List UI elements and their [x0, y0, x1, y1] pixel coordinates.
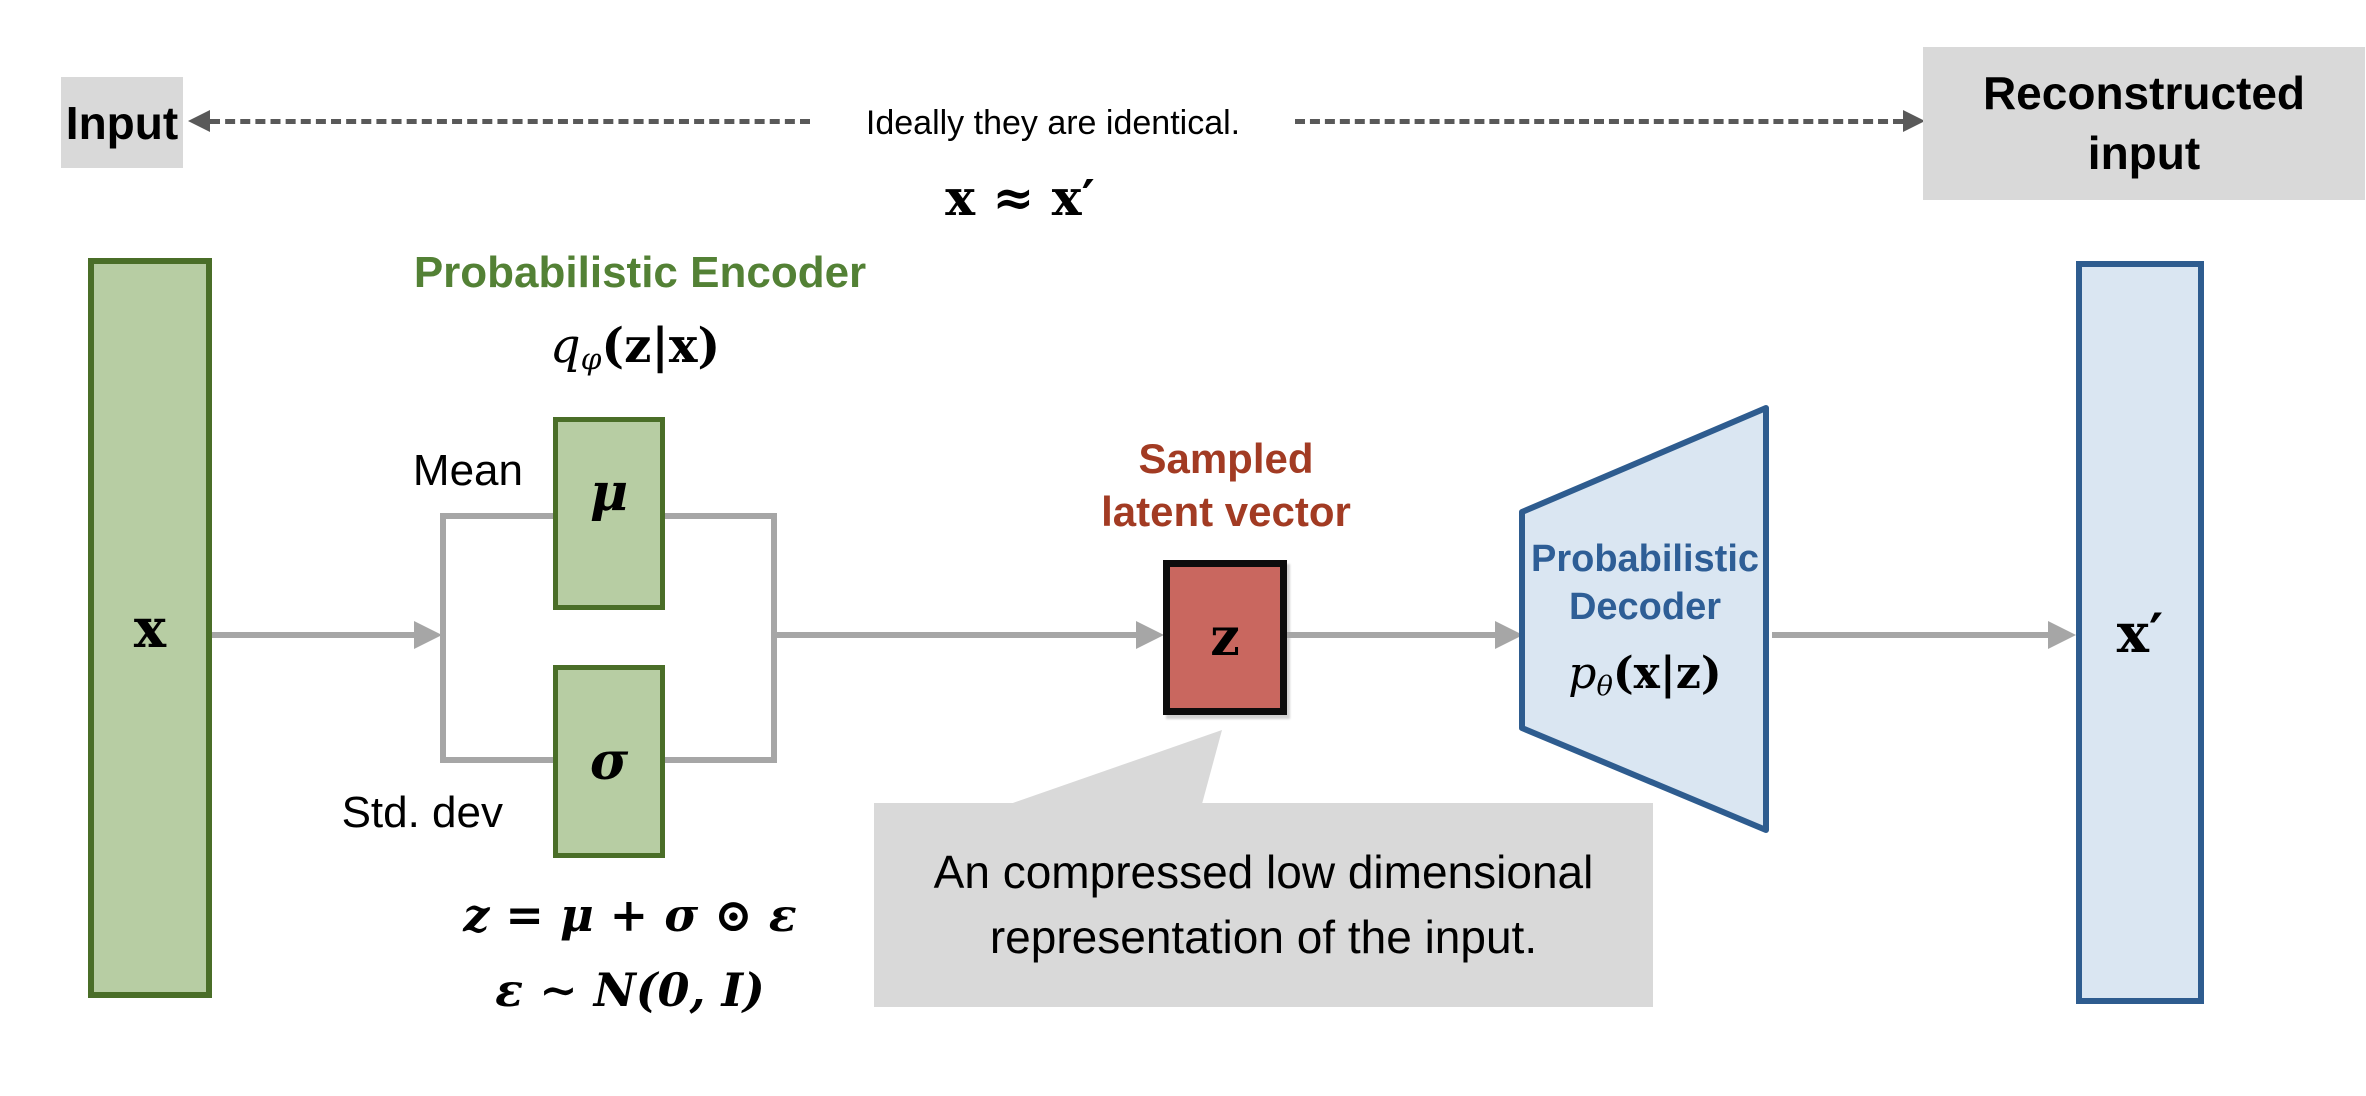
input-vector-symbol: x: [133, 596, 167, 660]
encoder-bracket-left-line: [440, 513, 446, 763]
decoder-formula: pθ(x|z): [1528, 648, 1762, 702]
reconstructed-label-box: Reconstructed input: [1923, 47, 2365, 200]
encoder-formula-phi: φ: [580, 342, 602, 378]
latent-title-line2: latent vector: [1101, 487, 1351, 535]
decoder-formula-theta: θ: [1596, 670, 1613, 702]
callout-box: An compressed low dimensional representa…: [874, 803, 1653, 1007]
arrow-encoder-to-latent-line: [774, 632, 1139, 638]
callout-line1: An compressed low dimensional: [933, 845, 1594, 898]
decoder-formula-p: p: [1568, 648, 1597, 699]
encoder-bracket-right-line: [771, 513, 777, 763]
callout-line2: representation of the input.: [989, 911, 1538, 963]
arrow-input-to-encoder-line: [212, 632, 418, 638]
decoder-formula-args: (x|z): [1612, 648, 1722, 699]
dashed-arrowhead-right-icon: [1903, 110, 1925, 132]
sigma-symbol: σ: [589, 731, 629, 792]
encoder-title: Probabilistic Encoder: [413, 248, 867, 297]
identical-note: Ideally they are identical.: [865, 104, 1241, 142]
encoder-formula-q: q: [549, 318, 581, 374]
encoder-formula: qφ(z|x): [430, 318, 840, 377]
dashed-arrowhead-left-icon: [188, 110, 210, 132]
encoder-formula-args: (z|x): [601, 318, 721, 374]
latent-title: Sampled latent vector: [1026, 433, 1426, 538]
dashed-line-to-reconstructed: [1295, 119, 1903, 124]
decoder-trapezoid: [1519, 405, 1769, 833]
mu-box: μ: [553, 417, 665, 610]
std-dev-label: Std. dev: [341, 788, 503, 837]
arrow-encoder-to-latent-head-icon: [1136, 621, 1164, 649]
decoder-title-line1: Probabilistic: [1530, 538, 1760, 580]
decoder-shape: [1519, 405, 1769, 833]
output-vector-symbol: x′: [2116, 600, 2164, 665]
mean-label: Mean: [412, 446, 523, 495]
callout-tail-shape: [1010, 730, 1222, 804]
output-vector-bar: x′: [2076, 261, 2204, 1004]
reconstructed-line1: Reconstructed: [1982, 66, 2306, 119]
noise-formula: ε ∼ N(0, I): [495, 963, 765, 1017]
approx-formula: x ≈ x′: [945, 168, 1095, 227]
latent-title-line1: Sampled: [1138, 435, 1314, 482]
input-label: Input: [65, 96, 179, 149]
decoder-title-line2: Decoder: [1568, 586, 1722, 628]
reconstructed-line2: input: [2087, 126, 2201, 179]
latent-z-symbol: z: [1210, 607, 1240, 668]
arrow-decoder-to-output-head-icon: [2048, 621, 2076, 649]
input-vector-bar: x: [88, 258, 212, 998]
arrow-decoder-to-output-line: [1772, 632, 2050, 638]
arrow-latent-to-decoder-line: [1287, 632, 1497, 638]
sigma-box: σ: [553, 665, 665, 858]
arrow-input-to-encoder-head-icon: [414, 621, 442, 649]
latent-z-box: z: [1163, 560, 1287, 715]
reparameterization-formula: z = μ + σ ⊙ ε: [463, 888, 797, 942]
callout-tail: [1010, 730, 1222, 804]
mu-symbol: μ: [589, 462, 629, 523]
dashed-line-to-input: [210, 119, 810, 124]
arrow-latent-to-decoder-head-icon: [1495, 621, 1523, 649]
input-label-box: Input: [61, 77, 183, 168]
